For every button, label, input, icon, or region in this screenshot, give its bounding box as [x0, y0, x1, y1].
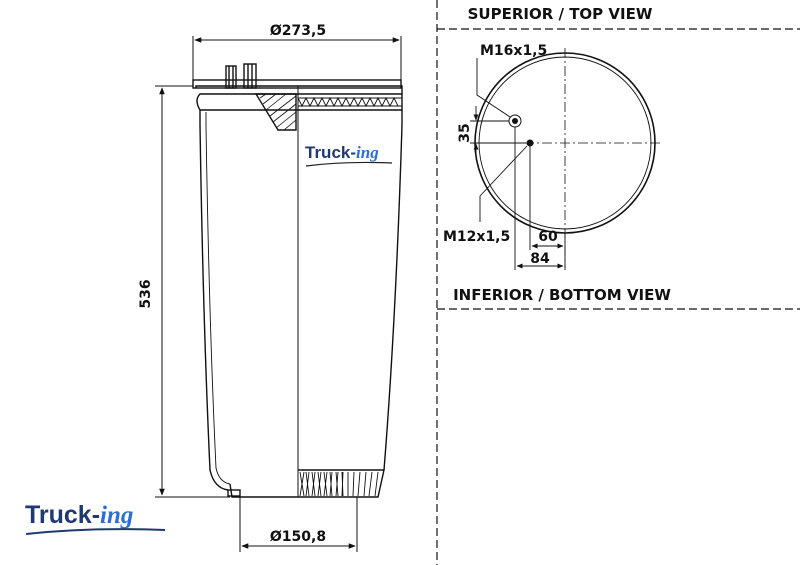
leader-m16: [476, 58, 511, 118]
label-dim-60: 60: [538, 229, 558, 245]
top-view-drawing: [470, 48, 660, 270]
body-logo-text: Truck-ing: [305, 143, 379, 162]
top-ribbed-band: [297, 96, 402, 108]
upper-bead: [196, 93, 403, 111]
piston-base-right: [298, 469, 385, 498]
stud-left: [225, 65, 237, 89]
piston-lip: [227, 489, 241, 497]
top-plate: [195, 85, 403, 94]
bottom-view-title: INFERIOR / BOTTOM VIEW: [453, 286, 671, 304]
top-plate-rim: [192, 79, 402, 89]
leader-m12: [479, 145, 528, 222]
label-thread-m16: M16x1,5: [480, 43, 547, 59]
label-dim-35: 35: [457, 123, 473, 142]
body-right-wall: [383, 110, 403, 471]
body-left-inner-wall: [205, 112, 231, 485]
brand-logo: Truck-ing: [25, 501, 166, 535]
label-thread-m12: M12x1,5: [443, 229, 510, 245]
upper-section-hatch: [254, 93, 297, 131]
stud-m16-center: [512, 118, 518, 124]
dim-label-bottom-diameter: Ø150,8: [270, 529, 326, 545]
dimension-height: 536: [138, 85, 230, 498]
dim-label-top-diameter: Ø273,5: [270, 23, 326, 39]
piston-ribbing: [299, 471, 379, 497]
dimension-top-diameter: Ø273,5: [192, 23, 402, 80]
section-hatching: [259, 93, 297, 131]
top-view-title: SUPERIOR / TOP VIEW: [468, 5, 653, 23]
label-dim-84: 84: [530, 251, 550, 267]
stud-right: [243, 63, 257, 89]
dimension-bottom-diameter: Ø150,8: [239, 497, 358, 552]
body-brand-logo: Truck-ing: [305, 143, 393, 167]
air-spring-side-view: [192, 63, 403, 498]
brand-logo-swoosh: [25, 528, 166, 535]
brand-logo-text: Truck-ing: [25, 501, 133, 529]
body-left-wall: [199, 110, 229, 491]
stud-m12-hole: [526, 139, 534, 147]
piston-base-left: [229, 483, 298, 498]
body-logo-swoosh: [305, 161, 393, 167]
dim-label-height: 536: [138, 279, 154, 308]
